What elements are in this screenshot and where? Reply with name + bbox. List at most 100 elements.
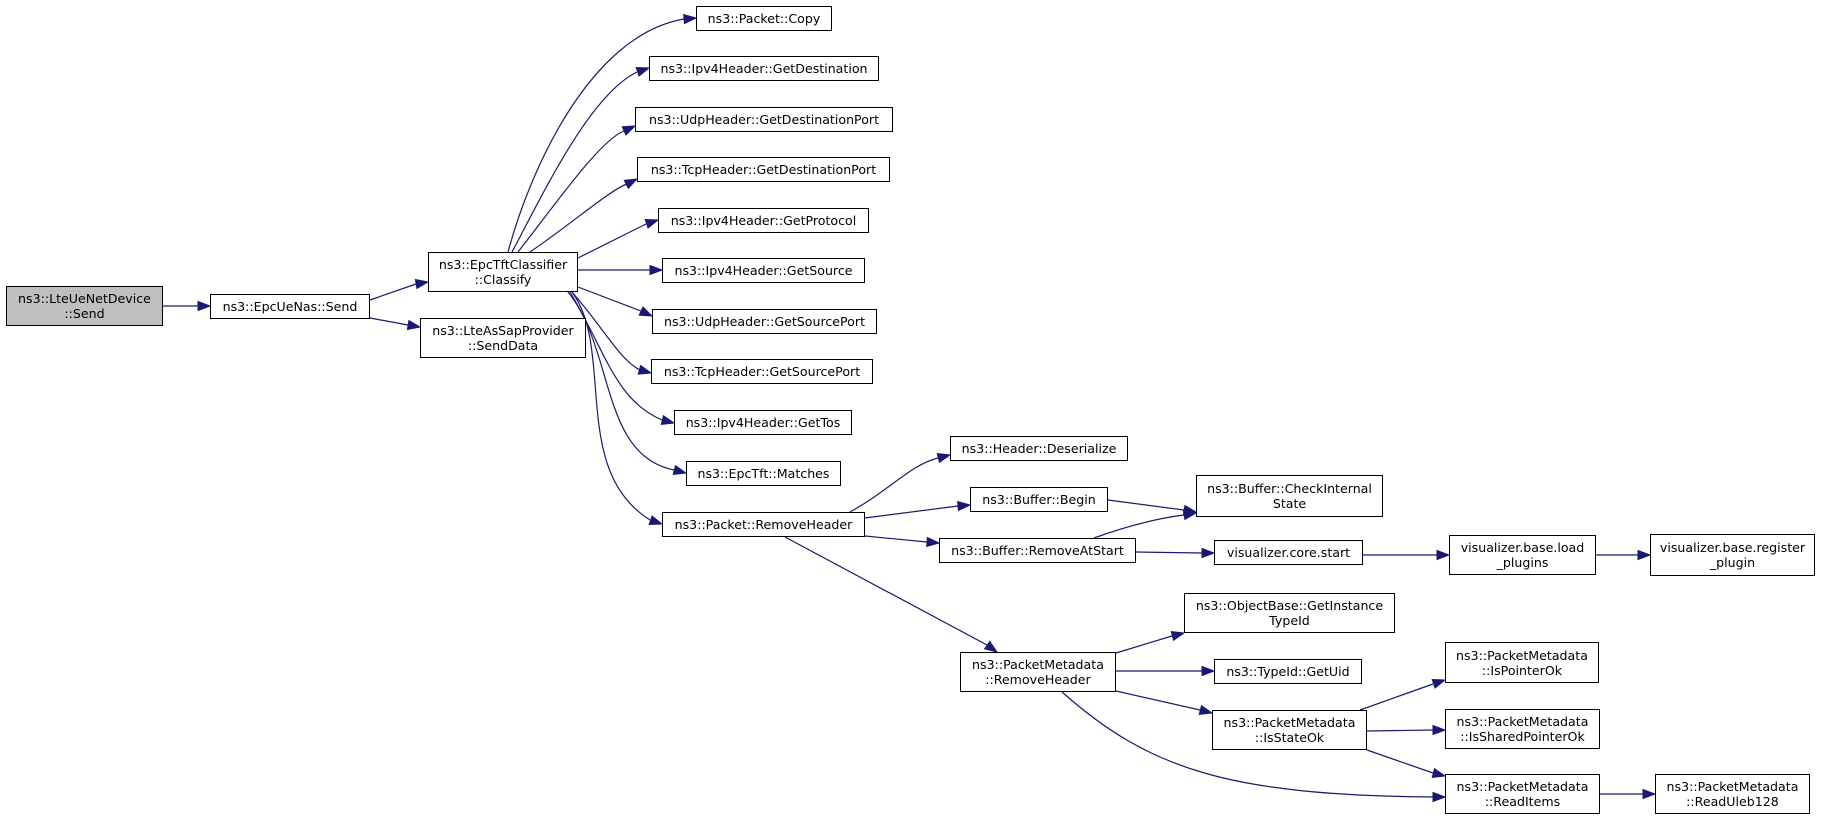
node-packetmetadata-issharedpointerok[interactable]: ns3::PacketMetadata ::IsSharedPointerOk	[1445, 709, 1600, 749]
node-visualizer-base-load-plugins[interactable]: visualizer.base.load _plugins	[1449, 535, 1596, 575]
node-packetmetadata-removeheader[interactable]: ns3::PacketMetadata ::RemoveHeader	[960, 652, 1116, 692]
node-label-line: ::SendData	[467, 338, 539, 353]
node-label-line: ns3::Buffer::Begin	[982, 492, 1096, 507]
edge-arrowhead	[936, 452, 952, 464]
edge-arrowhead	[957, 500, 972, 512]
node-buffer-removeatstart[interactable]: ns3::Buffer::RemoveAtStart	[939, 538, 1136, 563]
node-tcpheader-getdestinationport[interactable]: ns3::TcpHeader::GetDestinationPort	[637, 157, 890, 182]
node-epctft-matches[interactable]: ns3::EpcTft::Matches	[686, 461, 841, 486]
node-label-line: ::ReadItems	[1484, 794, 1561, 809]
edge-core-start-to-load-plugins	[1363, 549, 1451, 561]
node-label-line: ns3::PacketMetadata	[1456, 779, 1589, 794]
edge-line	[571, 291, 641, 371]
edge-classify-to-udpgetsourceport	[577, 286, 654, 317]
node-tcpheader-getsourceport[interactable]: ns3::TcpHeader::GetSourcePort	[651, 359, 873, 384]
node-label-line: ns3::Buffer::CheckInternal	[1207, 481, 1372, 496]
edge-pm-removeheader-to-getinstancetypeid	[1115, 630, 1186, 654]
edge-line	[1093, 514, 1185, 539]
node-visualizer-base-register-plugin[interactable]: visualizer.base.register _plugin	[1650, 534, 1815, 576]
node-label-line: ns3::Ipv4Header::GetProtocol	[670, 213, 857, 228]
edge-line	[1115, 635, 1173, 654]
edge-line	[511, 71, 638, 253]
node-label-line: ::RemoveHeader	[985, 672, 1091, 687]
edge-line	[369, 283, 417, 301]
edge-classify-to-getsource	[578, 264, 664, 276]
edge-removeheader-to-buffer-begin	[864, 500, 972, 519]
edge-line	[529, 183, 628, 253]
edge-line	[1115, 690, 1201, 711]
edge-line	[784, 536, 988, 646]
edge-line	[507, 18, 685, 253]
node-objectbase-getinstancetypeid[interactable]: ns3::ObjectBase::GetInstance TypeId	[1184, 593, 1395, 633]
node-lteassapprovider-senddata[interactable]: ns3::LteAsSapProvider ::SendData	[420, 318, 586, 358]
node-label-line: ::IsStateOk	[1254, 730, 1325, 745]
node-label-line: State	[1272, 496, 1307, 511]
edge-lteuenetdevice-to-epcuenas	[163, 300, 212, 312]
node-packetmetadata-readuleb128[interactable]: ns3::PacketMetadata ::ReadUleb128	[1655, 774, 1810, 814]
edge-buffer-begin-to-checkinternalstate	[1107, 499, 1198, 516]
node-label-line: ns3::Packet::Copy	[707, 11, 821, 26]
node-label-line: TypeId	[1269, 613, 1310, 628]
node-label-line: ::IsPointerOk	[1481, 662, 1563, 678]
edge-arrowhead	[1182, 509, 1198, 521]
node-ipv4header-gettos[interactable]: ns3::Ipv4Header::GetTos	[674, 410, 852, 435]
node-label-line: ::IsSharedPointerOk	[1460, 729, 1585, 744]
edge-pm-removeheader-to-typeid-getuid	[1116, 665, 1216, 677]
node-label-line: ns3::LteUeNetDevice	[18, 291, 151, 306]
node-label-line: ::Send	[64, 306, 105, 321]
node-packet-copy[interactable]: ns3::Packet::Copy	[696, 6, 832, 31]
edge-arrowhead	[1201, 665, 1216, 677]
node-ipv4header-getprotocol[interactable]: ns3::Ipv4Header::GetProtocol	[658, 208, 869, 233]
edge-classify-to-tcpgetsourceport	[571, 291, 653, 375]
node-packetmetadata-isstateok[interactable]: ns3::PacketMetadata ::IsStateOk	[1212, 710, 1367, 750]
edge-arrowhead	[1431, 767, 1447, 779]
edge-classify-to-packet-removeheader	[571, 291, 664, 526]
edge-line	[577, 286, 642, 312]
node-buffer-checkinternalstate[interactable]: ns3::Buffer::CheckInternal State	[1196, 475, 1383, 517]
node-label-line: ns3::Ipv4Header::GetSource	[674, 263, 853, 278]
node-udpheader-getdestinationport[interactable]: ns3::UdpHeader::GetDestinationPort	[635, 107, 893, 132]
node-packet-removeheader[interactable]: ns3::Packet::RemoveHeader	[662, 512, 865, 537]
node-packetmetadata-readitems[interactable]: ns3::PacketMetadata ::ReadItems	[1445, 774, 1600, 814]
node-label-line: ::Classify	[474, 272, 532, 287]
edge-isstateok-to-ispointerok	[1359, 678, 1447, 711]
edge-removeheader-to-buffer-removeatstart	[864, 535, 941, 548]
node-ipv4header-getsource[interactable]: ns3::Ipv4Header::GetSource	[662, 258, 865, 283]
edge-arrowhead	[637, 364, 653, 375]
node-header-deserialize[interactable]: ns3::Header::Deserialize	[950, 436, 1128, 461]
edge-isstateok-to-issharedpointerok	[1366, 724, 1447, 736]
edge-line	[1061, 691, 1434, 798]
edge-arrowhead	[649, 264, 664, 276]
edge-line	[849, 457, 939, 513]
node-visualizer-core-start[interactable]: visualizer.core.start	[1214, 540, 1363, 565]
edge-removeheader-to-packetmetadata-removeheader	[784, 536, 999, 653]
edge-arrowhead	[414, 278, 430, 290]
node-epcuenas-send[interactable]: ns3::EpcUeNas::Send	[210, 294, 370, 319]
node-epctftclassifier-classify[interactable]: ns3::EpcTftClassifier ::Classify	[428, 252, 578, 292]
edge-arrowhead	[672, 464, 688, 476]
node-buffer-begin[interactable]: ns3::Buffer::Begin	[970, 487, 1108, 512]
edge-classify-to-matches	[567, 291, 688, 476]
edge-pm-removeheader-to-isstateok	[1115, 690, 1214, 716]
edge-arrowhead	[406, 319, 422, 331]
edge-classify-to-getdestination	[511, 66, 651, 253]
edge-arrowhead	[644, 218, 660, 229]
node-packetmetadata-ispointerok[interactable]: ns3::PacketMetadata ::IsPointerOk	[1445, 642, 1599, 683]
node-label-line: ns3::TcpHeader::GetSourcePort	[663, 364, 861, 379]
edge-isstateok-to-readitems	[1366, 749, 1447, 779]
node-label-line: ns3::PacketMetadata	[1223, 715, 1356, 730]
edge-readitems-to-readuleb128	[1600, 788, 1657, 800]
edge-line	[1135, 551, 1203, 554]
edge-epcuenas-to-epctftclassifier	[369, 278, 430, 301]
node-typeid-getuid[interactable]: ns3::TypeId::GetUid	[1214, 659, 1362, 684]
edge-arrowhead	[926, 536, 941, 548]
edge-arrowhead	[1170, 630, 1186, 642]
node-label-line: ns3::PacketMetadata	[1456, 647, 1588, 663]
node-label-line: ns3::UdpHeader::GetSourcePort	[663, 314, 866, 329]
edge-arrowhead	[1432, 791, 1447, 803]
node-udpheader-getsourceport[interactable]: ns3::UdpHeader::GetSourcePort	[652, 309, 877, 334]
node-label-line: ns3::Ipv4Header::GetTos	[685, 415, 841, 430]
node-ipv4header-getdestination[interactable]: ns3::Ipv4Header::GetDestination	[649, 56, 879, 81]
call-graph-edges	[163, 13, 1657, 803]
